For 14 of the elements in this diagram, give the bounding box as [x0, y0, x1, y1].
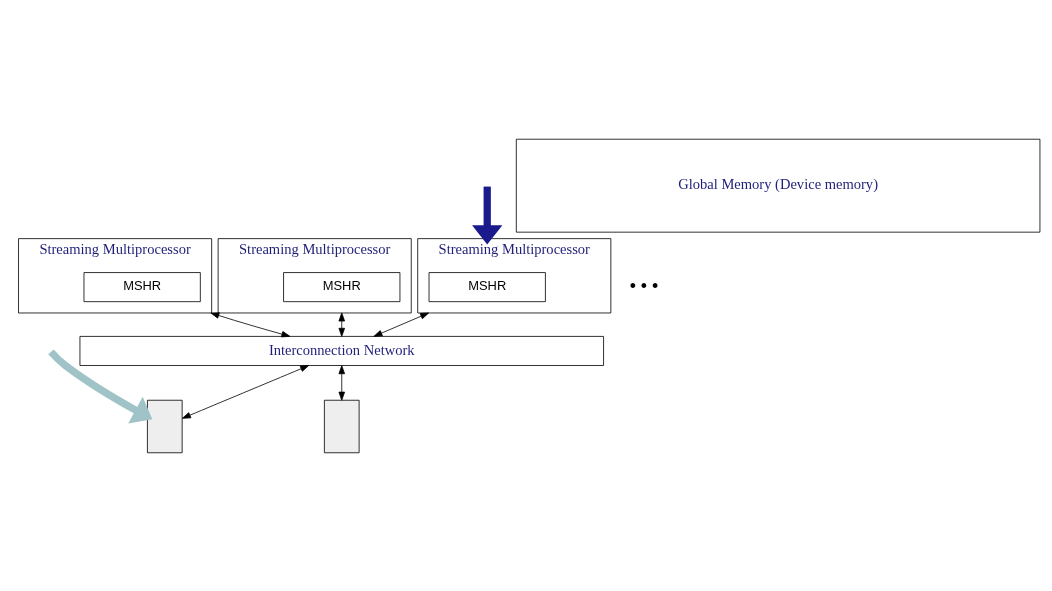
- arrow: [338, 312, 345, 337]
- arrow: [210, 311, 291, 337]
- node-box: [147, 399, 183, 453]
- node-box: Interconnection Network: [79, 335, 604, 366]
- node-box: MSHR: [283, 271, 401, 302]
- node-box: MSHR: [83, 271, 201, 302]
- label: • • •: [629, 275, 659, 296]
- arrow: [373, 312, 430, 337]
- node-box: Global Memory (Device memory): [515, 138, 1041, 233]
- arrow: [338, 364, 345, 401]
- node-box: [323, 399, 360, 453]
- arrow: [48, 348, 153, 423]
- node-box: MSHR: [428, 271, 546, 302]
- arrow: [181, 364, 310, 419]
